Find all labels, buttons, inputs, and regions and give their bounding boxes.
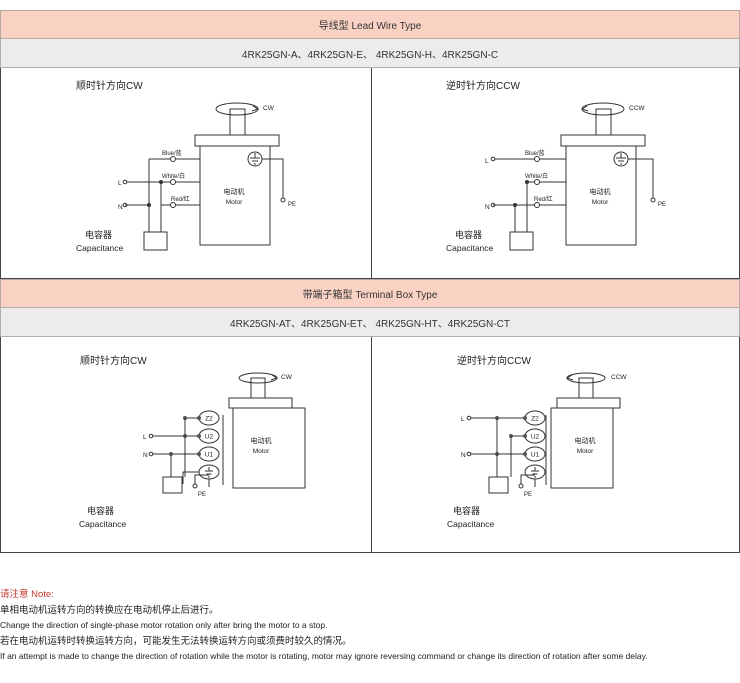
line-label-l: L xyxy=(461,416,465,423)
section-title-text: 带端子箱型 Terminal Box Type xyxy=(302,290,438,301)
direction-label: 逆时针方向CCW xyxy=(457,354,531,367)
motor-label-en: Motor xyxy=(226,199,243,206)
capacitor-label-cn: 电容器 xyxy=(87,505,114,516)
shaft xyxy=(250,377,266,399)
capacitor-label-cn: 电容器 xyxy=(85,229,112,240)
model-list-text: 4RK25GN-A、4RK25GN-E、 4RK25GN-H、4RK25GN-C xyxy=(241,49,499,61)
wire-label-red: Red/红 xyxy=(171,195,190,203)
pe-label: PE xyxy=(658,202,666,208)
capacitor xyxy=(162,476,183,494)
svg-text:Z2: Z2 xyxy=(531,416,539,423)
capacitor-label-en: Capacitance xyxy=(447,519,495,529)
svg-text:U1: U1 xyxy=(205,452,214,459)
rotation-label: CW xyxy=(263,105,275,112)
line-label-n: N xyxy=(485,204,490,211)
wire-label-blue: Blue/蓝 xyxy=(525,149,545,157)
shaft xyxy=(578,377,594,399)
motor-flange xyxy=(556,397,621,409)
motor-body xyxy=(232,407,306,489)
lead-wire-cw-diagram: 顺时针方向CW CW 电动机 Motor PE Blue/蓝 White/白 R… xyxy=(76,79,296,253)
wire-label-red: Red/红 xyxy=(534,195,553,203)
section-title-text: 导线型 Lead Wire Type xyxy=(318,21,422,32)
capacitor-label-cn: 电容器 xyxy=(455,229,482,240)
direction-label: 逆时针方向CCW xyxy=(446,79,520,92)
arrow-head-icon xyxy=(580,105,589,112)
wire-label-blue: Blue/蓝 xyxy=(162,149,182,157)
capacitor xyxy=(509,231,534,251)
lead-wire-ccw-diagram: 逆时针方向CCW CCW 电动机 Motor PE Blue/蓝 White/白… xyxy=(446,79,666,253)
section-title-terminal-box: 带端子箱型 Terminal Box Type xyxy=(0,279,740,308)
motor-label-cn: 电动机 xyxy=(224,187,245,196)
note-line: If an attempt is made to change the dire… xyxy=(0,651,648,661)
direction-label: 顺时针方向CW xyxy=(80,354,147,367)
note-line: 若在电动机运转时转换运转方向，可能发生无法转换运转方向或须费时较久的情况。 xyxy=(0,635,352,647)
line-label-l: L xyxy=(118,180,122,187)
rotation-label: CCW xyxy=(611,374,627,381)
capacitor-label-en: Capacitance xyxy=(79,519,127,529)
svg-text:U1: U1 xyxy=(531,452,540,459)
wire-label-white: White/白 xyxy=(525,172,548,180)
arrow-head-icon xyxy=(270,374,279,381)
line-label-n: N xyxy=(461,452,466,459)
diagram-panels-lead-wire: 顺时针方向CW CW 电动机 Motor PE Blue/蓝 White/白 R… xyxy=(0,68,740,279)
capacitor-label-en: Capacitance xyxy=(76,243,124,253)
capacitor-label-cn: 电容器 xyxy=(453,505,480,516)
terminal-box-ccw-diagram: 逆时针方向CCW CCW 电动机 Motor Z2 U2 U1 L N PE 电 xyxy=(447,354,627,529)
model-list-terminal-box: 4RK25GN-AT、4RK25GN-ET、 4RK25GN-HT、4RK25G… xyxy=(0,308,740,337)
panel-divider xyxy=(371,68,372,278)
panel-divider xyxy=(371,337,372,552)
notes-heading: 请注意 Note: xyxy=(0,589,54,600)
shaft xyxy=(229,108,246,136)
svg-text:Z2: Z2 xyxy=(205,416,213,423)
capacitor-label-en: Capacitance xyxy=(446,243,494,253)
pe-label: PE xyxy=(198,492,206,498)
direction-label: 顺时针方向CW xyxy=(76,79,143,92)
line-label-l: L xyxy=(485,158,489,165)
note-line: Change the direction of single-phase mot… xyxy=(0,620,328,630)
motor-label-cn: 电动机 xyxy=(575,436,596,445)
notes: 请注意 Note: 单相电动机运转方向的转换应在电动机停止后进行。 Change… xyxy=(0,587,740,665)
section-title-lead-wire: 导线型 Lead Wire Type xyxy=(0,10,740,39)
rotation-label: CCW xyxy=(629,105,645,112)
shaft xyxy=(595,108,612,136)
motor-label-cn: 电动机 xyxy=(251,436,272,445)
motor-label-en: Motor xyxy=(577,448,594,455)
model-list-lead-wire: 4RK25GN-A、4RK25GN-E、 4RK25GN-H、4RK25GN-C xyxy=(0,39,740,68)
line-label-l: L xyxy=(143,434,147,441)
motor-flange xyxy=(560,134,646,147)
line-label-n: N xyxy=(143,452,148,459)
motor-label-en: Motor xyxy=(253,448,270,455)
line-label-n: N xyxy=(118,204,123,211)
motor-body xyxy=(550,407,614,489)
motor-label-en: Motor xyxy=(592,199,609,206)
motor-label-cn: 电动机 xyxy=(590,187,611,196)
arrow-head-icon xyxy=(251,105,260,112)
capacitor xyxy=(488,476,509,494)
model-list-text: 4RK25GN-AT、4RK25GN-ET、 4RK25GN-HT、4RK25G… xyxy=(230,318,510,330)
motor-flange xyxy=(194,134,280,147)
capacitor xyxy=(143,231,168,251)
pe-label: PE xyxy=(524,492,532,498)
svg-text:U2: U2 xyxy=(205,434,214,441)
rotation-label: CW xyxy=(281,374,293,381)
svg-text:U2: U2 xyxy=(531,434,540,441)
motor-flange xyxy=(228,397,293,409)
wire-label-white: White/白 xyxy=(162,172,185,180)
pe-label: PE xyxy=(288,202,296,208)
note-line: 单相电动机运转方向的转换应在电动机停止后进行。 xyxy=(0,604,219,616)
arrow-head-icon xyxy=(565,374,574,381)
terminal-box-cw-diagram: 顺时针方向CW CW 电动机 Motor Z2 U2 U1 L N PE xyxy=(79,354,306,529)
diagram-panels-terminal-box: 顺时针方向CW CW 电动机 Motor Z2 U2 U1 L N PE xyxy=(0,337,740,553)
